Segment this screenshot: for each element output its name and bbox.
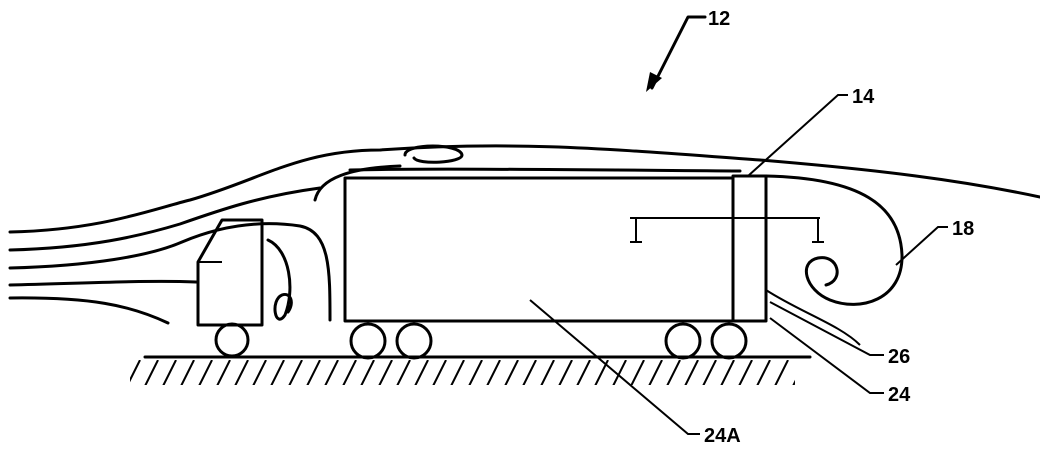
mesh-panel bbox=[731, 174, 768, 323]
trailer-wheel-3 bbox=[664, 322, 702, 360]
label-flow-device: 14 bbox=[852, 86, 875, 108]
ground bbox=[130, 355, 812, 385]
section-indicator bbox=[630, 217, 824, 243]
roof-vortex bbox=[403, 144, 464, 164]
label-assembly: 12 bbox=[708, 8, 730, 30]
tractor-cab bbox=[196, 218, 264, 358]
leader-lines bbox=[529, 94, 948, 435]
label-trailer-end: 24 bbox=[888, 384, 911, 406]
label-vortex: 18 bbox=[952, 218, 974, 240]
cab-vortex bbox=[266, 238, 293, 321]
trailer bbox=[343, 174, 824, 360]
assembly-arrow bbox=[646, 15, 707, 92]
trailer-wheel-1 bbox=[349, 322, 387, 360]
trailer-wheel-2 bbox=[395, 322, 433, 360]
wake-vortex bbox=[764, 174, 904, 306]
trailer-wheel-4 bbox=[710, 322, 748, 360]
airflow-lines bbox=[8, 144, 1040, 346]
label-trailer-body: 24A bbox=[704, 425, 741, 447]
cab-wheel bbox=[214, 322, 250, 358]
trailer-body bbox=[343, 176, 735, 323]
label-mesh-panel: 26 bbox=[888, 346, 910, 368]
